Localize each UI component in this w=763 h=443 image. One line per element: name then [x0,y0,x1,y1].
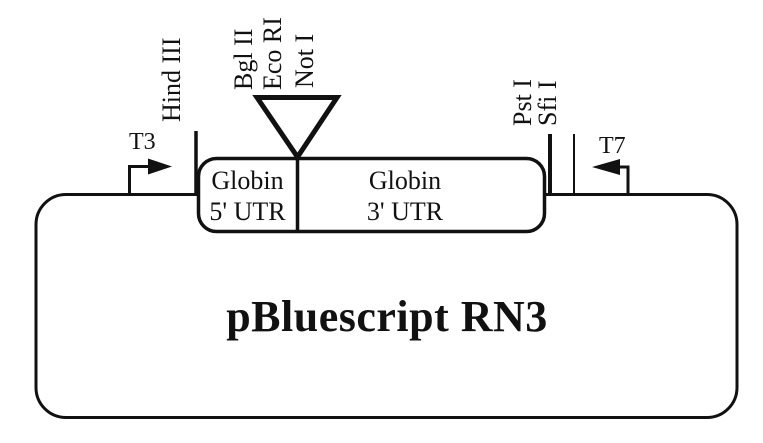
t7-promoter-label: T7 [599,133,626,159]
t3-promoter-label: T3 [129,129,156,155]
utr-cassette-box [196,156,547,234]
t3-arrowhead-icon [148,158,172,175]
globin-5utr-line2: 5' UTR [209,196,286,226]
insertion-site-triangle [252,95,342,162]
hind3-site-label: Hind III [157,37,186,122]
plasmid-name: pBluescript RN3 [226,292,548,341]
globin-5utr-cell: Globin 5' UTR [200,161,295,230]
globin-3utr-cell: Globin 3' UTR [299,161,511,230]
globin-3utr-line2: 3' UTR [366,196,444,226]
not1-site-label: Not I [290,33,319,88]
ecori-site-label: Eco RI [258,17,287,90]
globin-3utr-line1: Globin [368,165,442,195]
sfi1-site-label: Sfi I [533,80,562,127]
t3-promoter-arrow [128,165,150,193]
bgl2-site-label: Bgl II [229,28,258,90]
globin-5utr-line1: Globin [211,165,284,195]
t7-arrowhead-icon [592,159,620,175]
